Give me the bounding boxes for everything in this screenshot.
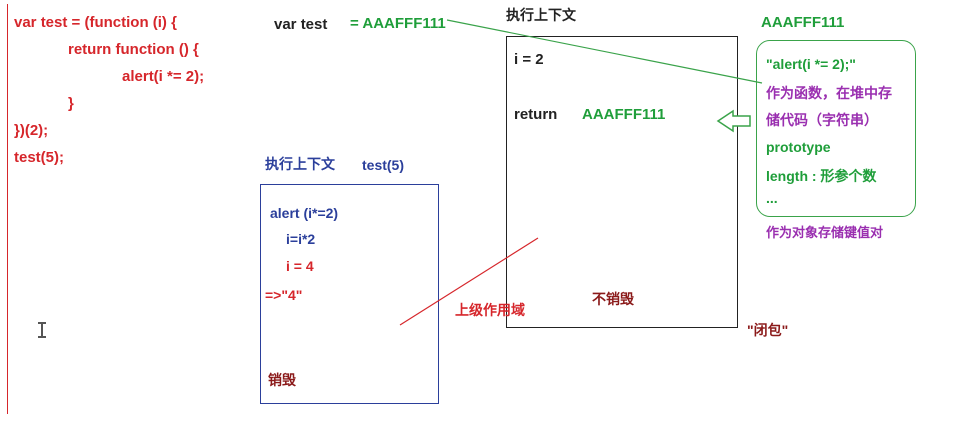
exec-context-title: 执行上下文 xyxy=(506,7,576,23)
heap-line-1: "alert(i *= 2);" xyxy=(766,56,856,72)
heap-line-4: prototype xyxy=(766,139,831,155)
heap-line-5: length : 形参个数 xyxy=(766,168,877,184)
code-line-2: return function () { xyxy=(68,41,199,58)
code-divider xyxy=(7,4,8,414)
heap-line-3: 储代码（字符串） xyxy=(766,112,878,128)
closure-label: "闭包" xyxy=(747,322,789,338)
arrow-left-icon xyxy=(716,109,751,133)
heap-address: AAAFFF111 xyxy=(761,14,845,31)
reference-line xyxy=(446,19,763,84)
exec-i-value: i = 2 xyxy=(514,51,544,68)
heap-line-6: ... xyxy=(766,190,778,206)
code-line-3: alert(i *= 2); xyxy=(122,68,205,85)
call-line-3: i = 4 xyxy=(286,258,314,274)
call-context-box xyxy=(260,184,439,404)
exec-context-box xyxy=(506,36,738,328)
text-cursor-icon xyxy=(38,322,46,338)
code-line-1: var test = (function (i) { xyxy=(14,14,177,31)
scope-line xyxy=(399,237,539,326)
exec-return-value: AAAFFF111 xyxy=(582,106,666,123)
no-destroy-label: 不销毁 xyxy=(592,291,634,307)
call-line-4: =>"4" xyxy=(265,287,303,303)
destroy-label: 销毁 xyxy=(268,372,296,388)
heap-line-2: 作为函数，在堆中存 xyxy=(766,85,892,101)
code-line-5: })(2); xyxy=(14,122,49,139)
call-context-title: 执行上下文 xyxy=(265,156,335,172)
heap-object-box xyxy=(756,40,916,217)
code-line-6: test(5); xyxy=(14,149,65,166)
exec-return-label: return xyxy=(514,106,558,123)
call-expression: test(5) xyxy=(362,157,405,173)
parent-scope-label: 上级作用域 xyxy=(455,302,525,318)
heap-caption: 作为对象存储键值对 xyxy=(766,225,884,240)
call-line-2: i=i*2 xyxy=(286,231,316,247)
var-test-label: var test xyxy=(274,16,328,33)
code-line-4: } xyxy=(68,95,74,112)
call-line-1: alert (i*=2) xyxy=(270,205,339,221)
var-test-value: = AAAFFF111 xyxy=(350,15,446,32)
